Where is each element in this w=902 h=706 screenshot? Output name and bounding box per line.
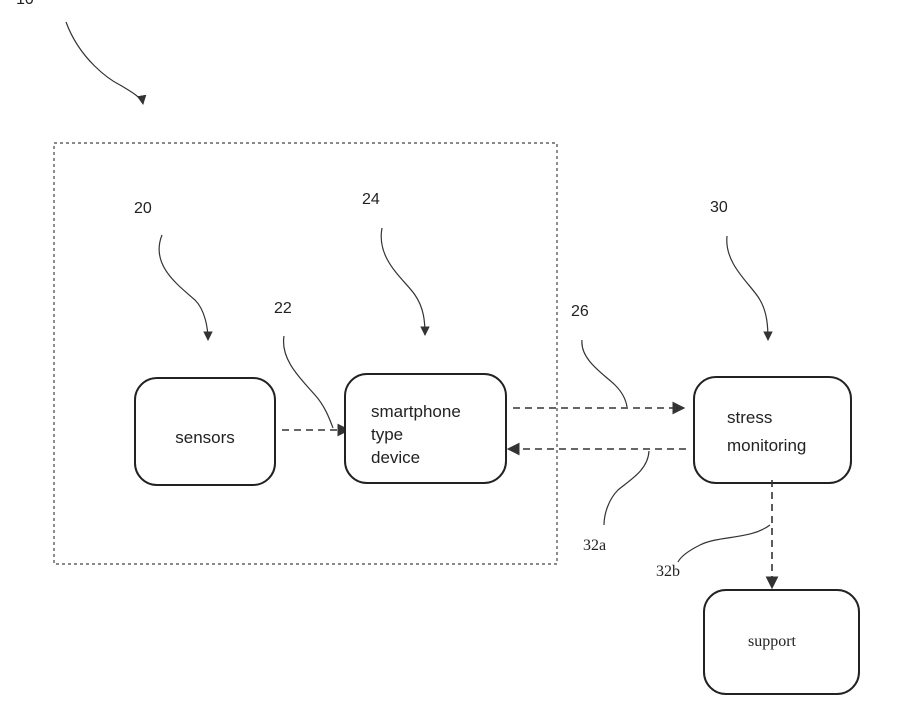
enclosure-frame [54, 143, 557, 564]
link-22-leader [284, 336, 333, 428]
stress-monitoring-box [694, 377, 851, 483]
smartphone-label-line-2: type [371, 425, 403, 444]
phone-ref-leader [381, 228, 425, 335]
link-22-ref-number: 22 [274, 300, 292, 317]
link-26-ref-number: 26 [571, 303, 589, 320]
stress-monitoring-label-line-2: monitoring [727, 436, 806, 455]
monitor-ref-leader [727, 236, 768, 340]
figure-ref-number: 10 [16, 0, 34, 8]
link-26-leader [582, 340, 627, 407]
figure-ref-leader [66, 22, 143, 104]
phone-ref-number: 24 [362, 191, 380, 208]
link-32a-leader [604, 451, 649, 525]
monitor-ref-number: 30 [710, 199, 728, 216]
link-32b-leader [678, 525, 770, 562]
support-label: support [748, 633, 797, 650]
sensors-label: sensors [175, 428, 235, 447]
smartphone-label-line-3: device [371, 448, 420, 467]
smartphone-label-line-1: smartphone [371, 402, 461, 421]
sensors-ref-number: 20 [134, 200, 152, 217]
link-32b-ref-number: 32b [656, 563, 680, 580]
link-32a-ref-number: 32a [583, 537, 606, 554]
stress-monitoring-label-line-1: stress [727, 408, 772, 427]
smartphone-box [345, 374, 506, 483]
sensors-ref-leader [159, 235, 208, 340]
